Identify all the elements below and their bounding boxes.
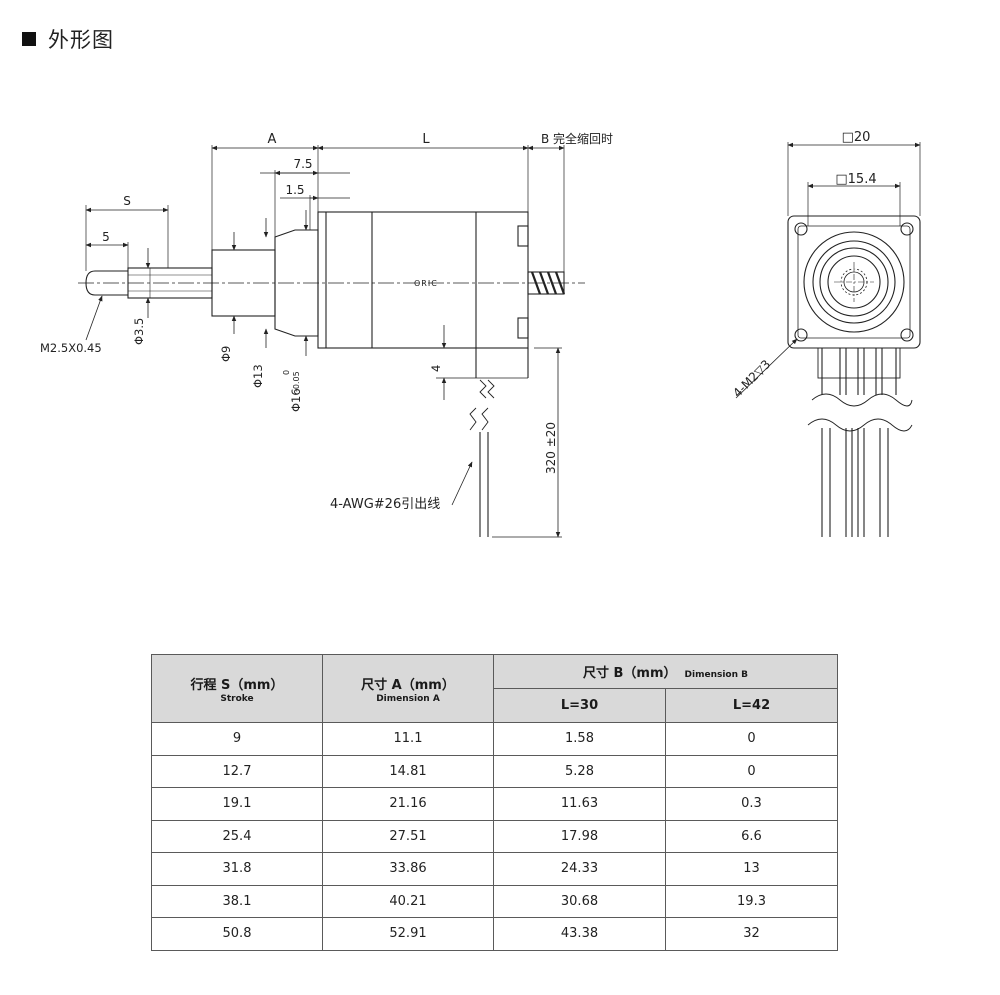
cell-dim-a: 27.51: [322, 819, 494, 853]
label-dia-16: Φ16: [289, 388, 303, 412]
cell-dim-a: 40.21: [322, 884, 494, 918]
cell-stroke: 50.8: [151, 917, 323, 951]
label-lead-wire: 4-AWG#26引出线: [330, 497, 440, 512]
cell-dim-b-l42: 13: [664, 852, 839, 886]
cell-dim-b-l42: 19.3: [664, 884, 839, 918]
label-dim-b: B 完全缩回时: [541, 131, 613, 146]
cell-dim-b-l42: 6.6: [664, 819, 839, 853]
cell-dim-a: 11.1: [322, 722, 494, 756]
cell-dim-b-l30: 17.98: [493, 819, 666, 853]
cell-dim-a: 52.91: [322, 917, 494, 951]
side-view: [78, 145, 585, 538]
cell-stroke: 25.4: [151, 819, 323, 853]
cell-dim-b-l42: 32: [664, 917, 839, 951]
header-dimension-b: 尺寸 B（mm）Dimension B: [492, 654, 839, 689]
cell-dim-b-l30: 30.68: [493, 884, 666, 918]
label-dim-4: 4: [429, 365, 443, 372]
side-view-labels: A L B 完全缩回时 7.5 1.5 S 5 M2.5X0.45 ORIC Φ…: [40, 131, 613, 512]
label-outer-square: □20: [842, 130, 871, 145]
lead-wires: [469, 407, 489, 537]
cell-dim-b-l30: 5.28: [493, 754, 666, 788]
mount-hole-icon: [900, 222, 914, 236]
section-title: 外形图: [48, 28, 114, 52]
label-dim-l: L: [422, 132, 430, 147]
label-tol-lower: -0.05: [292, 371, 301, 392]
table-row: 50.8 52.91 43.38 32: [151, 917, 839, 951]
end-view-wires: [807, 347, 913, 537]
cell-dim-a: 14.81: [322, 754, 494, 788]
table-row: 9 11.1 1.58 0: [151, 722, 839, 756]
cell-stroke: 31.8: [151, 852, 323, 886]
label-tol-upper: 0: [282, 370, 291, 375]
section-header: 外形图: [22, 24, 114, 54]
label-dim-7-5: 7.5: [293, 157, 312, 171]
cell-stroke: 12.7: [151, 754, 323, 788]
cell-dim-a: 21.16: [322, 787, 494, 821]
label-dim-320: 320 ±20: [544, 422, 558, 474]
end-view: [735, 142, 921, 537]
cell-dim-b-l30: 11.63: [493, 787, 666, 821]
cell-stroke: 9: [151, 722, 323, 756]
label-inner-square: □15.4: [835, 172, 876, 187]
cell-stroke: 19.1: [151, 787, 323, 821]
header-dimension-a: 尺寸 A（mm） Dimension A: [322, 654, 494, 723]
cell-dim-b-l30: 43.38: [493, 917, 666, 951]
mount-hole-icon: [900, 328, 914, 342]
lead-wire-exit: [475, 348, 529, 399]
label-dia-9: Φ9: [219, 346, 233, 362]
cell-dim-a: 33.86: [322, 852, 494, 886]
label-mount-holes: 4-M2▽3: [730, 357, 773, 400]
label-dia-3-5: Φ3.5: [132, 318, 146, 345]
header-l30: L=30: [493, 688, 666, 723]
cell-dim-b-l30: 24.33: [493, 852, 666, 886]
label-dim-a: A: [268, 132, 277, 147]
mount-hole-icon: [794, 222, 808, 236]
outline-drawing: A L B 完全缩回时 7.5 1.5 S 5 M2.5X0.45 ORIC Φ…: [40, 130, 921, 538]
header-l42: L=42: [664, 688, 839, 723]
table-row: 25.4 27.51 17.98 6.6: [151, 819, 839, 853]
table-row: 31.8 33.86 24.33 13: [151, 852, 839, 886]
end-view-labels: □20 □15.4 4-M2▽3: [730, 130, 876, 400]
header-stroke: 行程 S（mm） Stroke: [151, 654, 323, 723]
cell-stroke: 38.1: [151, 884, 323, 918]
label-dim-1-5: 1.5: [285, 183, 304, 197]
label-dim-5: 5: [102, 230, 110, 244]
square-bullet-icon: [22, 32, 36, 46]
table-row: 38.1 40.21 30.68 19.3: [151, 884, 839, 918]
spec-table: 行程 S（mm） Stroke 尺寸 A（mm） Dimension A 尺寸 …: [151, 654, 839, 951]
cell-dim-b-l42: 0.3: [664, 787, 839, 821]
cell-dim-b-l42: 0: [664, 754, 839, 788]
mount-hole-icon: [794, 328, 808, 342]
cell-dim-b-l30: 1.58: [493, 722, 666, 756]
table-row: 12.7 14.81 5.28 0: [151, 754, 839, 788]
table-row: 19.1 21.16 11.63 0.3: [151, 787, 839, 821]
label-dim-s: S: [123, 194, 131, 208]
cell-dim-b-l42: 0: [664, 722, 839, 756]
brand-mark: ORIC: [414, 279, 438, 288]
rear-screw-thread: [527, 271, 566, 295]
label-thread: M2.5X0.45: [40, 341, 102, 355]
label-dia-13: Φ13: [251, 364, 265, 388]
